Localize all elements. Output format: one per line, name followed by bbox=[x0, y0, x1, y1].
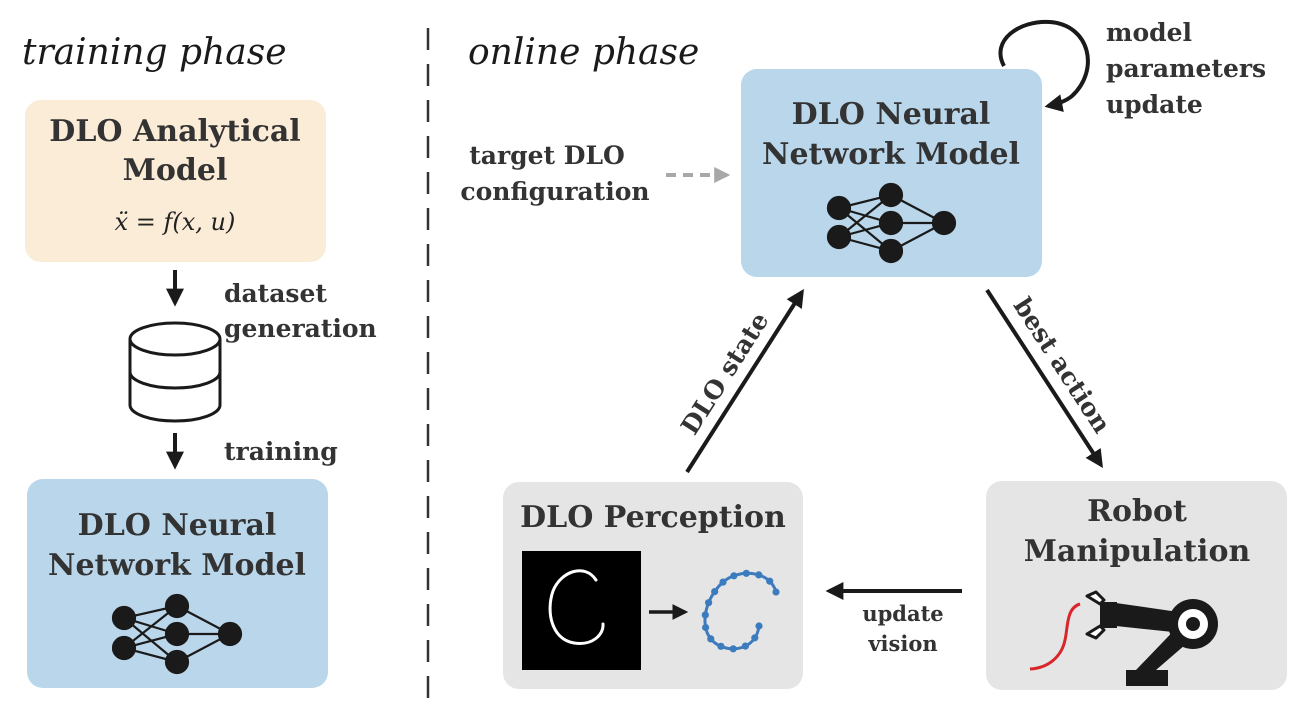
robot-arm-icon bbox=[1029, 590, 1218, 686]
update-vision-line1: update bbox=[862, 601, 943, 626]
training-label: training bbox=[224, 437, 338, 466]
best-action-arrow bbox=[985, 288, 1103, 469]
dlo-point bbox=[719, 578, 727, 586]
loop-arrow-icon bbox=[998, 19, 1090, 112]
online-neural-model-title-line2: Network Model bbox=[762, 137, 1020, 172]
analytical-model-box: DLO Analytical Model ẍ = f(x, u) bbox=[25, 100, 326, 262]
model-update-line1: model bbox=[1106, 18, 1192, 47]
model-update-line3: update bbox=[1106, 90, 1203, 119]
dlo-point bbox=[755, 622, 763, 630]
dataset-generation-line1: dataset bbox=[224, 279, 327, 308]
mask-image bbox=[522, 551, 641, 670]
model-update-line2: parameters bbox=[1106, 54, 1266, 83]
dlo-point bbox=[766, 577, 774, 585]
dlo-point bbox=[772, 588, 780, 596]
online-neural-model-box: DLO Neural Network Model bbox=[741, 69, 1042, 277]
best-action-label: best action bbox=[1008, 292, 1117, 438]
training-neural-model-title-line2: Network Model bbox=[48, 548, 306, 583]
dlo-state-points bbox=[701, 569, 780, 653]
update-vision-line2: vision bbox=[867, 631, 937, 656]
dlo-point bbox=[755, 571, 763, 579]
dlo-point bbox=[711, 588, 719, 596]
dlo-point bbox=[705, 599, 713, 607]
training-neural-model-title-line1: DLO Neural bbox=[78, 508, 277, 543]
dlo-point bbox=[702, 623, 710, 632]
dlo-point bbox=[717, 642, 725, 650]
target-label-line1: target DLO bbox=[469, 141, 625, 170]
neural-network-icon bbox=[826, 182, 957, 264]
dlo-point bbox=[751, 634, 759, 642]
neural-network-icon bbox=[111, 593, 243, 675]
analytical-model-formula: ẍ = f(x, u) bbox=[115, 208, 236, 236]
dlo-point bbox=[741, 642, 750, 650]
mask-dlo-curve bbox=[548, 569, 605, 645]
online-neural-model-title-line1: DLO Neural bbox=[792, 97, 991, 132]
training-neural-model-box: DLO Neural Network Model bbox=[27, 479, 328, 688]
dataset-generation-line2: generation bbox=[224, 314, 377, 343]
analytical-model-title-line1: DLO Analytical bbox=[49, 114, 300, 149]
online-phase-title: online phase bbox=[468, 32, 699, 73]
dlo-point bbox=[729, 645, 737, 653]
robot-box: Robot Manipulation bbox=[986, 481, 1287, 690]
target-label-line2: configuration bbox=[460, 177, 649, 206]
perception-box: DLO Perception bbox=[503, 482, 803, 689]
dlo-point bbox=[707, 635, 715, 643]
database-icon bbox=[128, 321, 222, 423]
robot-title-line1: Robot bbox=[1087, 494, 1187, 529]
dlo-state-arrow bbox=[685, 288, 804, 474]
analytical-model-title-line2: Model bbox=[123, 153, 228, 188]
dlo-state-label: DLO state bbox=[675, 307, 774, 440]
dlo-point bbox=[742, 569, 750, 577]
training-phase-title: training phase bbox=[22, 32, 287, 73]
dlo-point bbox=[730, 572, 738, 580]
dlo-point bbox=[701, 611, 709, 619]
perception-title: DLO Perception bbox=[520, 500, 786, 535]
robot-title-line2: Manipulation bbox=[1024, 534, 1251, 569]
